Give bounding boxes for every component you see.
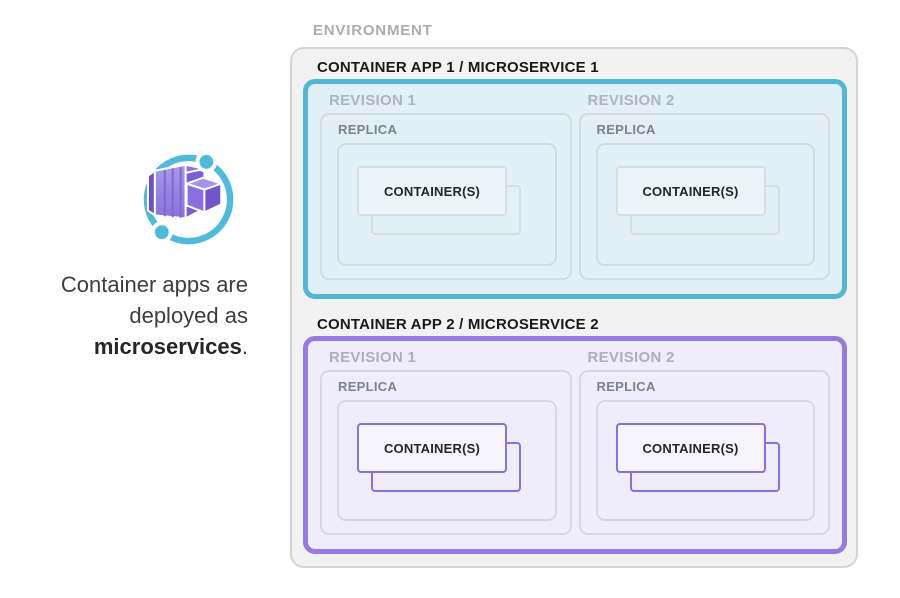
replica-label: REPLICA: [596, 122, 656, 137]
revision-label: REVISION 1: [329, 92, 417, 109]
container-app-2-title: CONTAINER APP 2 / MICROSERVICE 2: [317, 316, 599, 333]
caption-line-1: Container apps are: [60, 272, 248, 297]
environment-label: ENVIRONMENT: [313, 22, 433, 39]
containers-box: CONTAINER(S): [357, 423, 507, 473]
app2-revision-2-column: REVISION 2 REPLICA CONTAINER(S): [578, 347, 830, 535]
caption-line-2: deployed as: [129, 303, 248, 328]
app2-revision-1-column: REVISION 1 REPLICA CONTAINER(S): [320, 347, 572, 535]
caption-bold: microservices: [93, 334, 242, 359]
caption-period: .: [241, 334, 248, 359]
replica-label: REPLICA: [338, 379, 398, 394]
replica-label: REPLICA: [596, 379, 656, 394]
orbit-node-icon: [195, 150, 218, 173]
replica-box: REPLICA CONTAINER(S): [578, 113, 830, 280]
containers-box: CONTAINER(S): [357, 166, 507, 216]
replica-box: REPLICA CONTAINER(S): [578, 370, 830, 535]
replica-inner-box: CONTAINER(S): [337, 400, 557, 521]
app1-revision-2-column: REVISION 2 REPLICA CONTAINER(S): [578, 90, 830, 280]
containers-box: CONTAINER(S): [615, 166, 766, 216]
replica-label: REPLICA: [338, 122, 398, 137]
replica-box: REPLICA CONTAINER(S): [320, 113, 572, 280]
app1-revision-1-column: REVISION 1 REPLICA CONTAINER(S): [320, 90, 572, 280]
container-apps-icon: [142, 147, 246, 251]
containers-box: CONTAINER(S): [615, 423, 766, 473]
replica-inner-box: CONTAINER(S): [595, 400, 815, 521]
environment-panel: CONTAINER APP 1 / MICROSERVICE 1 REVISIO…: [290, 47, 858, 568]
orbit-node-icon: [150, 221, 173, 244]
revision-label: REVISION 2: [587, 92, 675, 109]
orbit-ring-icon: [143, 154, 234, 245]
caption: Container apps are deployed as microserv…: [34, 269, 248, 362]
replica-box: REPLICA CONTAINER(S): [320, 370, 572, 535]
container-app-1-box: REVISION 1 REPLICA CONTAINER(S) REVISION…: [303, 79, 847, 299]
small-cube-icon: [185, 176, 223, 214]
container-app-1-title: CONTAINER APP 1 / MICROSERVICE 1: [317, 59, 599, 76]
replica-inner-box: CONTAINER(S): [337, 143, 557, 266]
replica-inner-box: CONTAINER(S): [595, 143, 815, 266]
revision-label: REVISION 1: [329, 349, 417, 366]
container-app-2-box: REVISION 1 REPLICA CONTAINER(S) REVISION…: [303, 336, 847, 554]
revision-label: REVISION 2: [587, 349, 675, 366]
